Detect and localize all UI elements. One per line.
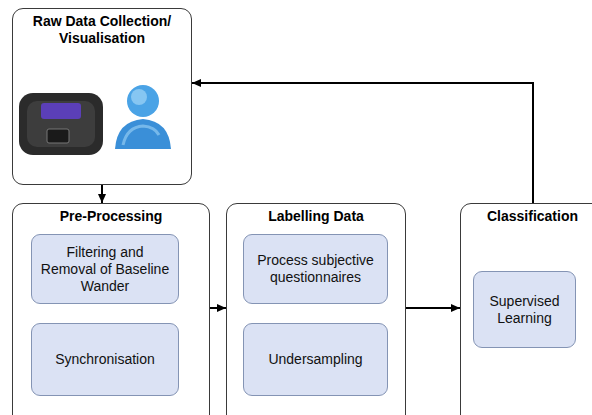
process-label: Synchronisation (55, 351, 155, 368)
flow-arrow (406, 307, 460, 309)
process-box: Synchronisation (31, 323, 179, 396)
stage-box: Pre-ProcessingFiltering and Removal of B… (12, 203, 210, 415)
process-box: Supervised Learning (473, 271, 576, 348)
process-label: Supervised Learning (480, 293, 569, 327)
stage-box: ClassificationSupervised Learning (460, 203, 592, 415)
stage-title: Classification (461, 204, 592, 225)
flow-arrow (192, 83, 533, 203)
process-label: Filtering and Removal of Baseline Wander (38, 244, 172, 295)
flow-arrow (101, 185, 103, 203)
stage-box: Raw Data Collection/ Visualisation (12, 8, 192, 185)
process-box: Filtering and Removal of Baseline Wander (31, 234, 179, 304)
stage-title: Raw Data Collection/ Visualisation (13, 9, 191, 47)
process-box: Process subjective questionnaires (243, 234, 388, 304)
stage-title: Pre-Processing (13, 204, 209, 225)
process-box: Undersampling (243, 323, 388, 396)
stage-box: Labelling DataProcess subjective questio… (226, 203, 406, 415)
process-label: Process subjective questionnaires (250, 252, 381, 286)
process-label: Undersampling (268, 351, 362, 368)
flow-arrow (210, 307, 226, 309)
stage-title: Labelling Data (227, 204, 405, 225)
